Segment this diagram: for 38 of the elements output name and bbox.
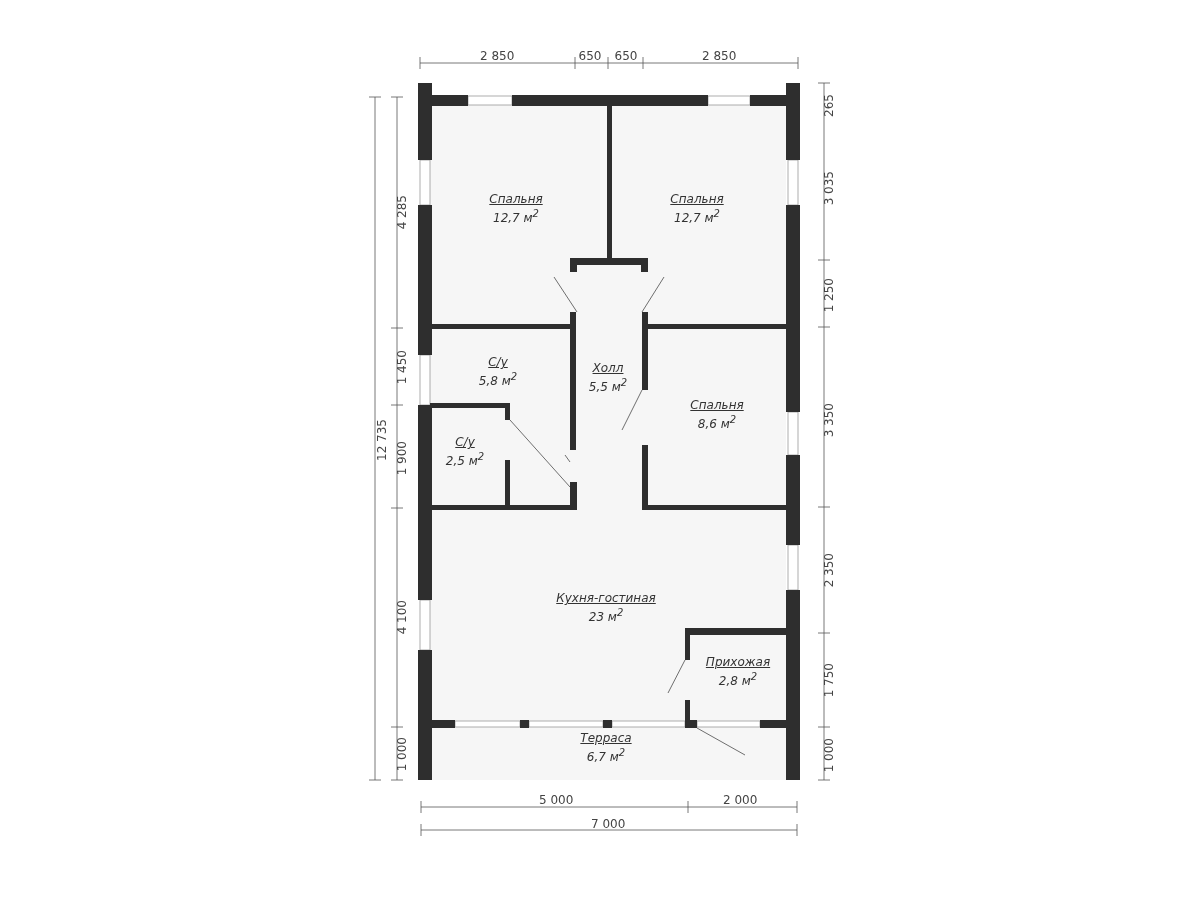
dimension-label: 650 xyxy=(578,49,602,63)
room-area-value: 2,8 м$^{2}$ xyxy=(718,670,758,688)
dimension-label: 2 000 xyxy=(723,793,758,807)
room-area-value: 12,7 м$^{2}$ xyxy=(674,207,720,225)
dimension-label: 1 000 xyxy=(822,738,836,773)
room-area-value: 5,8 м$^{2}$ xyxy=(478,370,518,388)
dimension-label: 3 350 xyxy=(822,403,836,438)
room-name: С/у xyxy=(488,356,508,369)
dimension-label: 265 xyxy=(822,93,836,117)
room-name: Прихожая xyxy=(705,656,771,669)
dimension-label: 2 350 xyxy=(822,553,836,588)
room-area-value: 5,5 м$^{2}$ xyxy=(588,376,628,394)
room-area-value: 6,7 м$^{2}$ xyxy=(586,746,626,764)
room-name: Кухня-гостиная xyxy=(556,592,656,605)
dimension-label: 3 035 xyxy=(822,171,836,206)
room-area-value: 8,6 м$^{2}$ xyxy=(697,413,737,431)
dimension-label: 1 000 xyxy=(395,737,409,772)
room-name: Спальня xyxy=(670,193,724,206)
room-name: Спальня xyxy=(690,399,744,412)
room-area-value: 2,5 м$^{2}$ xyxy=(445,450,485,468)
dimension-label: 1 250 xyxy=(822,278,836,313)
room-area-value: 12,7 м$^{2}$ xyxy=(493,207,539,225)
room-name: Терраса xyxy=(580,732,632,745)
room-area-value: 23 м$^{2}$ xyxy=(588,606,624,624)
room-name: Спальня xyxy=(489,193,543,206)
dimension-label: 4 100 xyxy=(395,600,409,635)
dimension-label: 1 750 xyxy=(822,663,836,698)
dimension-label: 1 450 xyxy=(395,350,409,385)
dimension-label: 5 000 xyxy=(539,793,574,807)
dimension-label: 1 900 xyxy=(395,441,409,476)
room-name: С/у xyxy=(455,436,475,449)
dimension-label: 4 285 xyxy=(395,195,409,230)
dimension-label: 2 850 xyxy=(480,49,515,63)
dimension-label: 7 000 xyxy=(591,817,626,831)
dimension-label: 2 850 xyxy=(702,49,737,63)
dimension-label: 650 xyxy=(614,49,638,63)
room-name: Холл xyxy=(592,362,624,375)
dimension-label: 12 735 xyxy=(375,419,389,461)
